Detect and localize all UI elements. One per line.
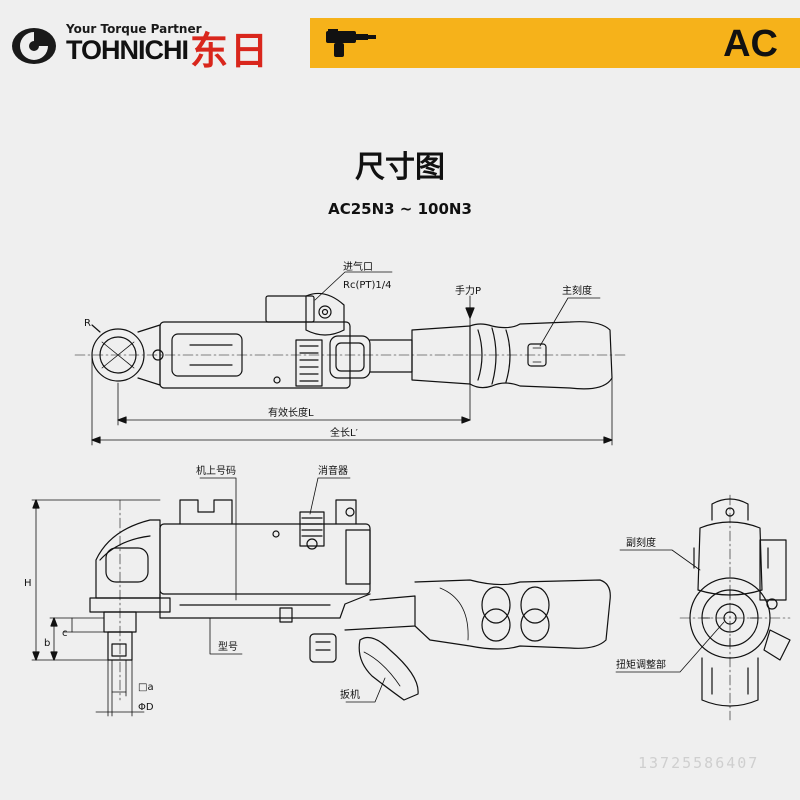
side-view: 机上号码 消音器 型号 扳机 H b c □a ΦD xyxy=(24,464,611,717)
header: Your Torque Partner TOHNICHI 东日 AC xyxy=(0,0,800,90)
product-banner: AC xyxy=(310,18,800,68)
serial-no-label: 机上号码 xyxy=(196,464,236,477)
d-dimension-label: ΦD xyxy=(138,702,154,713)
air-wrench-icon xyxy=(326,29,376,57)
sub-scale-label: 副刻度 xyxy=(626,536,656,549)
model-range: AC25N3 ~ 100N3 xyxy=(328,200,472,218)
overall-length-label: 全长L′ xyxy=(330,426,359,439)
brand-name: TOHNICHI xyxy=(66,35,189,65)
tohnichi-logo-icon xyxy=(12,28,56,64)
brand-name-cn: 东日 xyxy=(190,29,271,73)
trigger-label: 扳机 xyxy=(340,688,360,701)
b-dimension-label: b xyxy=(44,638,50,649)
a-dimension-label: □a xyxy=(138,682,154,693)
muffler-label: 消音器 xyxy=(318,464,348,477)
air-inlet-label: 进气口 xyxy=(343,260,373,273)
model-no-label: 型号 xyxy=(218,640,238,653)
end-view: 副刻度 扭矩调整部 xyxy=(615,494,791,721)
effective-length-label: 有效长度L xyxy=(268,406,314,419)
watermark-text: 13725586407 xyxy=(638,754,760,772)
h-dimension-label: H xyxy=(24,578,32,589)
product-code: AC xyxy=(723,23,778,65)
top-view: R 进气口 Rc(PT)1/4 手力P 主刻度 有效长度L 全长L′ xyxy=(74,260,626,446)
hand-force-label: 手力P xyxy=(455,284,481,297)
air-inlet-spec: Rc(PT)1/4 xyxy=(343,280,391,291)
torque-adjust-label: 扭矩调整部 xyxy=(616,658,666,671)
brand-tagline: Your Torque Partner xyxy=(66,22,202,36)
r-label: R xyxy=(84,318,91,329)
c-dimension-label: c xyxy=(62,628,68,639)
page-title: 尺寸图 xyxy=(355,150,445,185)
main-scale-label: 主刻度 xyxy=(562,284,592,297)
